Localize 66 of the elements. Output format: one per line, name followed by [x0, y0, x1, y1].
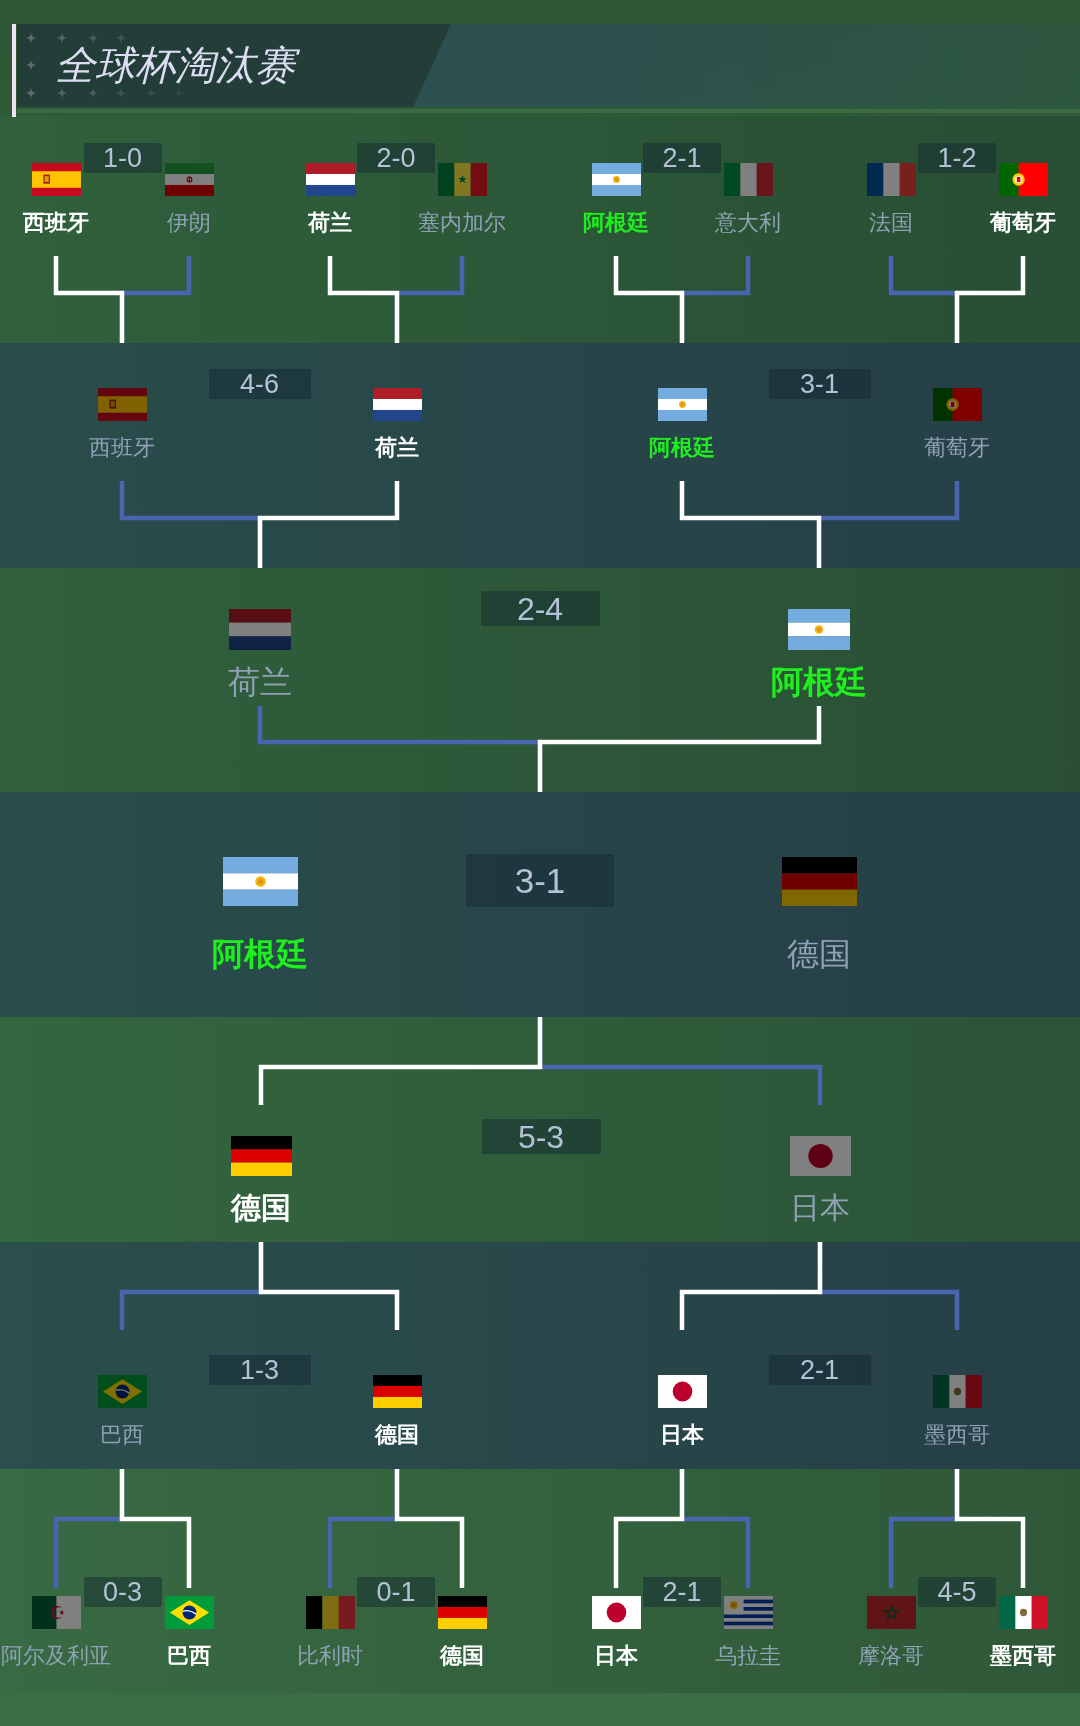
score-box: 0-3	[83, 1577, 162, 1607]
team-name: 荷兰	[228, 666, 292, 698]
bracket-line	[679, 481, 822, 568]
bracket-line	[257, 481, 400, 568]
team-name: 阿根廷	[212, 938, 308, 970]
bracket-line	[613, 1469, 685, 1588]
team-name: 巴西	[100, 1424, 144, 1446]
bracket-line	[327, 256, 400, 343]
bracket-line	[954, 256, 1026, 343]
team-name: 阿根廷	[583, 212, 649, 234]
score-box: 4-5	[918, 1577, 996, 1607]
team-name: 西班牙	[23, 212, 89, 234]
score-box: 1-3	[208, 1355, 311, 1385]
team-name: 德国	[440, 1645, 484, 1667]
team-name: 摩洛哥	[858, 1645, 924, 1667]
score-box: 3-1	[466, 854, 614, 907]
row-band	[0, 792, 1080, 1017]
team-name: 法国	[869, 212, 913, 234]
bracket-line	[119, 1469, 192, 1588]
row-band	[0, 1242, 1080, 1469]
team-name: 荷兰	[308, 212, 352, 234]
bracket-line	[954, 1469, 1026, 1588]
team-name: 西班牙	[89, 437, 155, 459]
row-band	[0, 1017, 1080, 1242]
score-box: 2-0	[357, 143, 435, 173]
team-name: 日本	[594, 1645, 638, 1667]
row-band	[0, 343, 1080, 568]
row-band	[0, 116, 1080, 343]
bracket-line	[258, 1242, 400, 1330]
team-name: 乌拉圭	[715, 1645, 781, 1667]
row-band	[0, 1469, 1080, 1693]
team-name: 比利时	[297, 1645, 363, 1667]
team-name: 阿根廷	[771, 666, 867, 698]
team-name: 日本	[660, 1424, 704, 1446]
team-name: 葡萄牙	[990, 212, 1056, 234]
score-box: 5-3	[481, 1119, 601, 1154]
team-name: 意大利	[715, 212, 781, 234]
team-name: 阿根廷	[649, 437, 715, 459]
score-box: 3-1	[768, 369, 871, 399]
bracket-line	[258, 1017, 543, 1105]
team-name: 荷兰	[375, 437, 419, 459]
team-name: 德国	[787, 938, 851, 970]
bracket-line	[53, 256, 125, 343]
score-box: 1-0	[83, 143, 162, 173]
title: 全球杯淘汰赛	[55, 45, 307, 85]
score-box: 4-6	[208, 369, 311, 399]
score-box: 2-1	[768, 1355, 871, 1385]
score-box: 2-1	[643, 143, 721, 173]
bracket-line	[679, 1242, 823, 1330]
team-name: 塞内加尔	[418, 212, 506, 234]
team-name: 墨西哥	[990, 1645, 1056, 1667]
score-box: 0-1	[357, 1577, 435, 1607]
team-name: 巴西	[167, 1645, 211, 1667]
bracket-line	[537, 706, 822, 792]
team-name: 墨西哥	[924, 1424, 990, 1446]
score-box: 2-4	[480, 591, 600, 626]
score-box: 1-2	[918, 143, 996, 173]
team-name: 德国	[375, 1424, 419, 1446]
team-name: 日本	[790, 1193, 850, 1223]
team-name: 伊朗	[167, 212, 211, 234]
team-name: 葡萄牙	[924, 437, 990, 459]
team-name: 阿尔及利亚	[1, 1645, 111, 1667]
bracket-line	[613, 256, 685, 343]
team-name: 德国	[231, 1193, 291, 1223]
score-box: 2-1	[643, 1577, 721, 1607]
bracket-line	[394, 1469, 465, 1588]
